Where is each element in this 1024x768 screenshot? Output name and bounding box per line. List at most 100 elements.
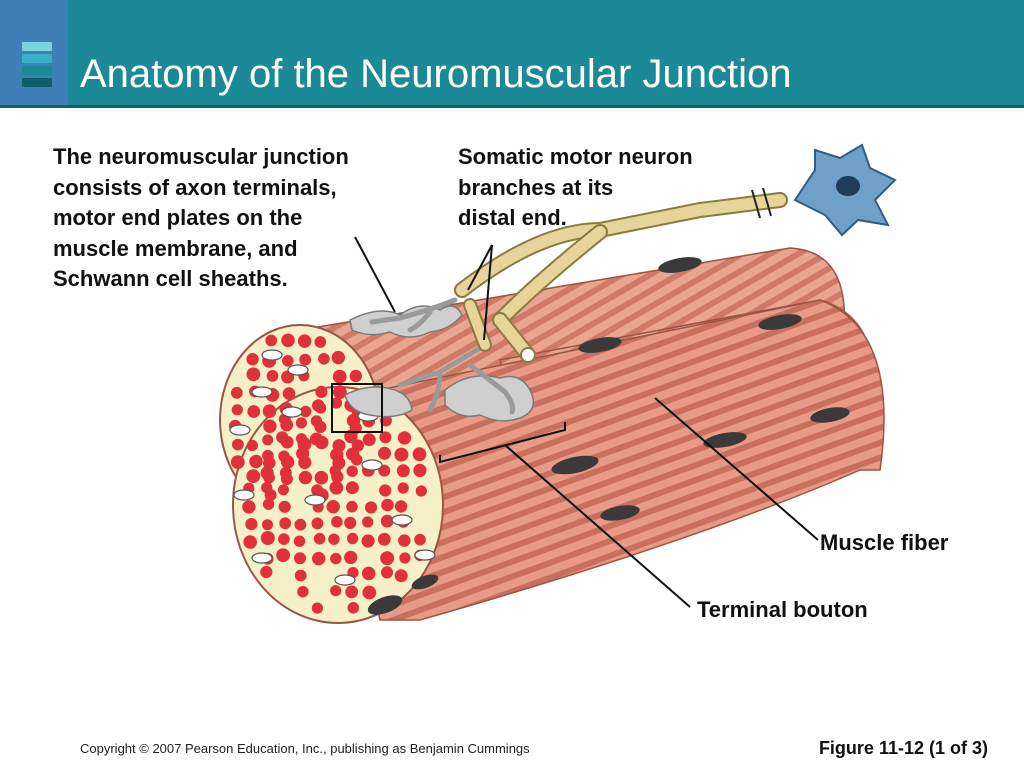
myofibril (246, 367, 261, 382)
myofibril (346, 500, 358, 513)
myofibril (329, 465, 341, 477)
myofibril (294, 518, 307, 531)
mitochondria (229, 349, 436, 586)
myofibril (313, 532, 326, 545)
myofibril (332, 369, 347, 384)
myofibril (362, 516, 374, 528)
myofibril (262, 519, 273, 531)
myofibril (261, 482, 273, 494)
myofibril (295, 433, 307, 445)
myofibril (247, 405, 261, 418)
myofibril (415, 485, 427, 497)
myofibril (329, 480, 344, 495)
myofibril (262, 434, 274, 446)
myofibril (311, 602, 323, 614)
myofibril (346, 413, 361, 428)
myofibril (260, 531, 275, 545)
myofibril (381, 498, 394, 512)
myofibril (309, 432, 323, 446)
myofibril (314, 470, 329, 485)
myofibril (312, 551, 326, 566)
myofibril (315, 385, 328, 398)
myofibril (362, 585, 377, 600)
myofibril (362, 433, 376, 447)
myofibril (310, 415, 323, 427)
leader-lines (354, 236, 819, 608)
myofibril (330, 552, 342, 565)
myofibril (380, 566, 394, 579)
myofibril (278, 484, 289, 496)
myofibril (263, 419, 277, 433)
myofibril (345, 585, 359, 599)
myofibril (246, 469, 261, 483)
title-underline (0, 105, 1024, 108)
myofibril (281, 333, 295, 348)
myofibril (311, 484, 324, 497)
myofibril (266, 370, 279, 382)
motor-neuron-axon (454, 187, 788, 363)
myofibril (394, 500, 408, 513)
myofibril (262, 449, 274, 462)
myofibril (397, 431, 412, 445)
myofibril (262, 404, 277, 419)
myofibril (232, 438, 244, 451)
myofibril (282, 387, 296, 400)
myofibril (243, 535, 257, 549)
myofibril (380, 414, 392, 427)
myofibril (262, 498, 275, 510)
myofibril (326, 500, 340, 514)
label-terminal-bouton: Terminal bouton (697, 597, 868, 622)
myofibril (278, 533, 290, 545)
myofibril (344, 550, 358, 565)
myofibril (396, 464, 410, 478)
myofibril (346, 532, 359, 545)
myofibril (265, 334, 278, 347)
logo-icon (0, 0, 68, 105)
myofibril (361, 566, 376, 581)
myofibril (299, 353, 312, 366)
myofibril (398, 534, 411, 547)
myofibril (380, 551, 395, 566)
myofibril (399, 552, 411, 564)
myofibril (246, 353, 259, 366)
myofibril (330, 448, 344, 462)
neuron-cell-body (793, 143, 897, 237)
myofibril (260, 565, 273, 579)
myofibril (379, 484, 392, 497)
myofibril (394, 447, 409, 462)
logo-bar (22, 54, 52, 63)
myofibril (282, 355, 294, 367)
myofibril (245, 518, 258, 531)
caption-junction: The neuromuscular junction consists of a… (53, 144, 349, 291)
myofibril (349, 369, 362, 383)
logo-bar (22, 66, 52, 75)
copyright-notice: Copyright © 2007 Pearson Education, Inc.… (80, 741, 530, 756)
myofibril (345, 481, 359, 495)
myofibril (344, 516, 357, 530)
myofibril (414, 533, 426, 546)
myofibril (297, 334, 312, 348)
myofibril (394, 569, 408, 583)
myofibril (344, 429, 358, 444)
myofibril (413, 463, 427, 477)
myofibril (380, 514, 394, 528)
myofibril (331, 516, 343, 528)
myofibrils-front (242, 397, 427, 614)
myofibril (364, 501, 378, 514)
myofibril (242, 500, 256, 514)
slide-title: Anatomy of the Neuromuscular Junction (80, 52, 792, 96)
myofibril (333, 385, 347, 399)
myofibril (278, 500, 291, 513)
terminal-branches (369, 297, 516, 415)
myofibril (260, 466, 274, 480)
myofibril (276, 548, 290, 562)
myofibril (346, 447, 360, 461)
myofibril (299, 405, 312, 418)
myofibril (231, 404, 243, 416)
nuclei (367, 257, 850, 615)
myofibril (330, 585, 342, 597)
myofibril (230, 386, 243, 399)
caption-motor-neuron: Somatic motor neuron branches at its dis… (458, 144, 693, 230)
logo-bar (22, 42, 52, 51)
